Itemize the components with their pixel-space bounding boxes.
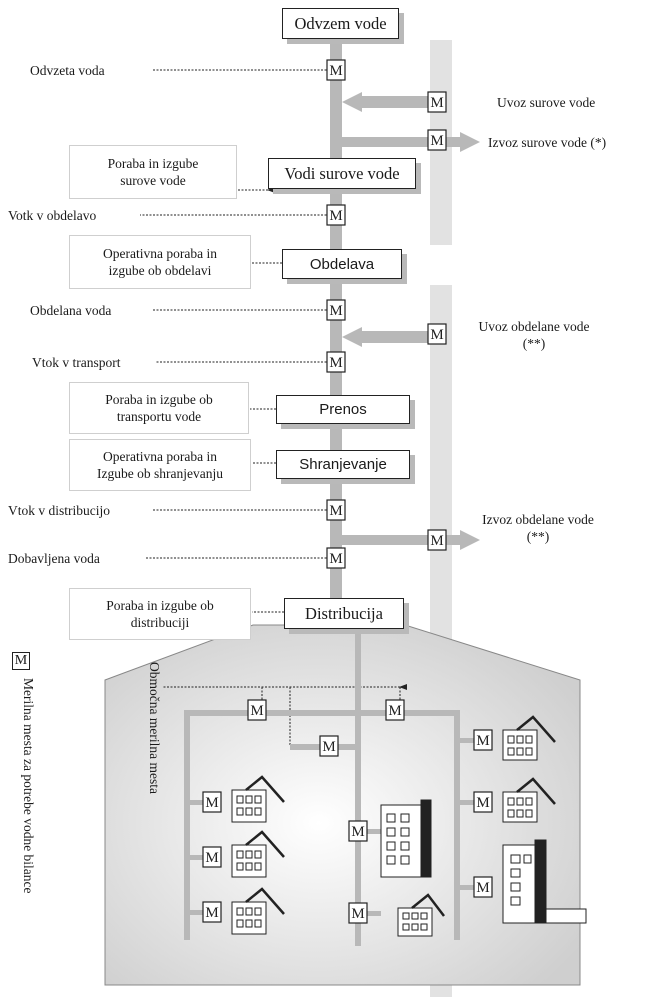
loss-box-shranjevanje: Operativna poraba in Izgube ob shranjeva… [69,439,251,491]
meter-icon: M [385,699,405,721]
legend-meter-symbol: M [12,652,30,670]
svg-text:M: M [430,533,443,549]
meters: M M M M M M M M M M M M M M M M M M M M M [202,59,493,924]
label-line: Izvoz obdelane vode [482,512,594,527]
house-icon [502,777,556,823]
box-distribucija: Distribucija [284,598,404,629]
label-uvoz-surove-vode: Uvoz surove vode [497,95,596,110]
label-votk-v-obdelavo: Votk v obdelavo [8,208,97,223]
svg-text:M: M [476,733,489,749]
meter-icon: M [427,91,447,113]
label-odvzeta-voda: Odvzeta voda [30,63,105,78]
label-line: (**) [526,529,550,544]
label-obmocna-merilna-mesta: Območna merilna mesta [147,662,162,794]
meter-icon: M [348,820,368,842]
loss-line: Poraba in izgube [107,156,199,171]
svg-text:M: M [476,880,489,896]
box-prenos: Prenos [276,395,410,424]
house-icon [502,715,556,761]
svg-text:M: M [205,905,218,921]
svg-text:M: M [430,95,443,111]
loss-box-surove: Poraba in izgube surove vode [69,145,237,199]
factory-icon [502,839,587,924]
meter-icon: M [427,529,447,551]
loss-line: transportu vode [116,409,202,424]
svg-text:M: M [329,355,342,371]
box-shranjevanje: Shranjevanje [276,450,410,479]
meter-icon: M [326,59,346,81]
svg-text:M: M [351,824,364,840]
loss-line: Operativna poraba in [103,449,217,464]
svg-text:M: M [329,208,342,224]
raw-import-flow [342,92,430,112]
svg-text:M: M [351,906,364,922]
label-obdelana-voda: Obdelana voda [30,303,112,318]
meter-icon: M [348,902,368,924]
label-izvoz-surove-vode: Izvoz surove vode (*) [488,135,607,150]
svg-text:M: M [205,850,218,866]
svg-text:M: M [322,739,335,755]
label-izvoz-obdelane-vode: Izvoz obdelane vode (**) [466,511,610,545]
svg-text:M: M [476,795,489,811]
svg-text:M: M [205,795,218,811]
label-vtok-v-transport: Vtok v transport [32,355,121,370]
box-obdelava: Obdelava [282,249,402,279]
raw-export-flow [342,132,480,152]
meter-icon: M [202,791,222,813]
svg-text:M: M [388,703,401,719]
meter-icon: M [202,901,222,923]
meter-icon: M [427,129,447,151]
svg-text:M: M [329,503,342,519]
meter-icon: M [473,876,493,898]
loss-line: surove vode [120,173,186,188]
label-uvoz-obdelane-vode: Uvoz obdelane vode (**) [464,318,604,352]
meter-icon: M [326,299,346,321]
loss-box-distribucija: Poraba in izgube ob distribuciji [69,588,251,640]
svg-text:M: M [329,63,342,79]
meter-icon: M [326,547,346,569]
label-dobavljena-voda: Dobavljena voda [8,551,100,566]
treated-import-flow [342,327,430,347]
svg-text:M: M [329,551,342,567]
apartment-building-icon [380,799,432,878]
meter-icon: M [326,351,346,373]
treated-export-flow [342,530,480,550]
meter-icon: M [247,699,267,721]
label-line: Uvoz obdelane vode [478,319,590,334]
loss-line: Poraba in izgube ob [106,598,214,613]
label-vtok-v-distribucijo: Vtok v distribucijo [8,503,110,518]
loss-box-obdelava: Operativna poraba in izgube ob obdelavi [69,235,251,289]
svg-text:M: M [250,703,263,719]
meter-icon: M [473,791,493,813]
house-icon [231,775,285,823]
meter-icon: M [473,729,493,751]
meter-icon: M [326,499,346,521]
loss-line: Poraba in izgube ob [105,392,213,407]
label-line: (**) [522,336,546,351]
box-odvzem-vode: Odvzem vode [282,8,399,39]
meter-icon: M [319,735,339,757]
meter-icon: M [427,323,447,345]
loss-line: izgube ob obdelavi [108,263,212,278]
box-vodi-surove-vode: Vodi surove vode [268,158,416,189]
legend-text: Merilna mesta za potrebe vodne bilance [21,678,36,894]
house-icon [397,893,445,937]
meter-icon: M [326,204,346,226]
main-pipe [330,40,342,632]
loss-box-transport: Poraba in izgube ob transportu vode [69,382,249,434]
house-icon [231,887,285,935]
loss-line: Izgube ob shranjevanju [97,466,223,481]
svg-text:M: M [430,327,443,343]
loss-line: distribuciji [130,615,190,630]
svg-text:M: M [430,133,443,149]
house-icon [231,830,285,878]
meter-icon: M [202,846,222,868]
loss-line: Operativna poraba in [103,246,217,261]
svg-text:M: M [329,303,342,319]
